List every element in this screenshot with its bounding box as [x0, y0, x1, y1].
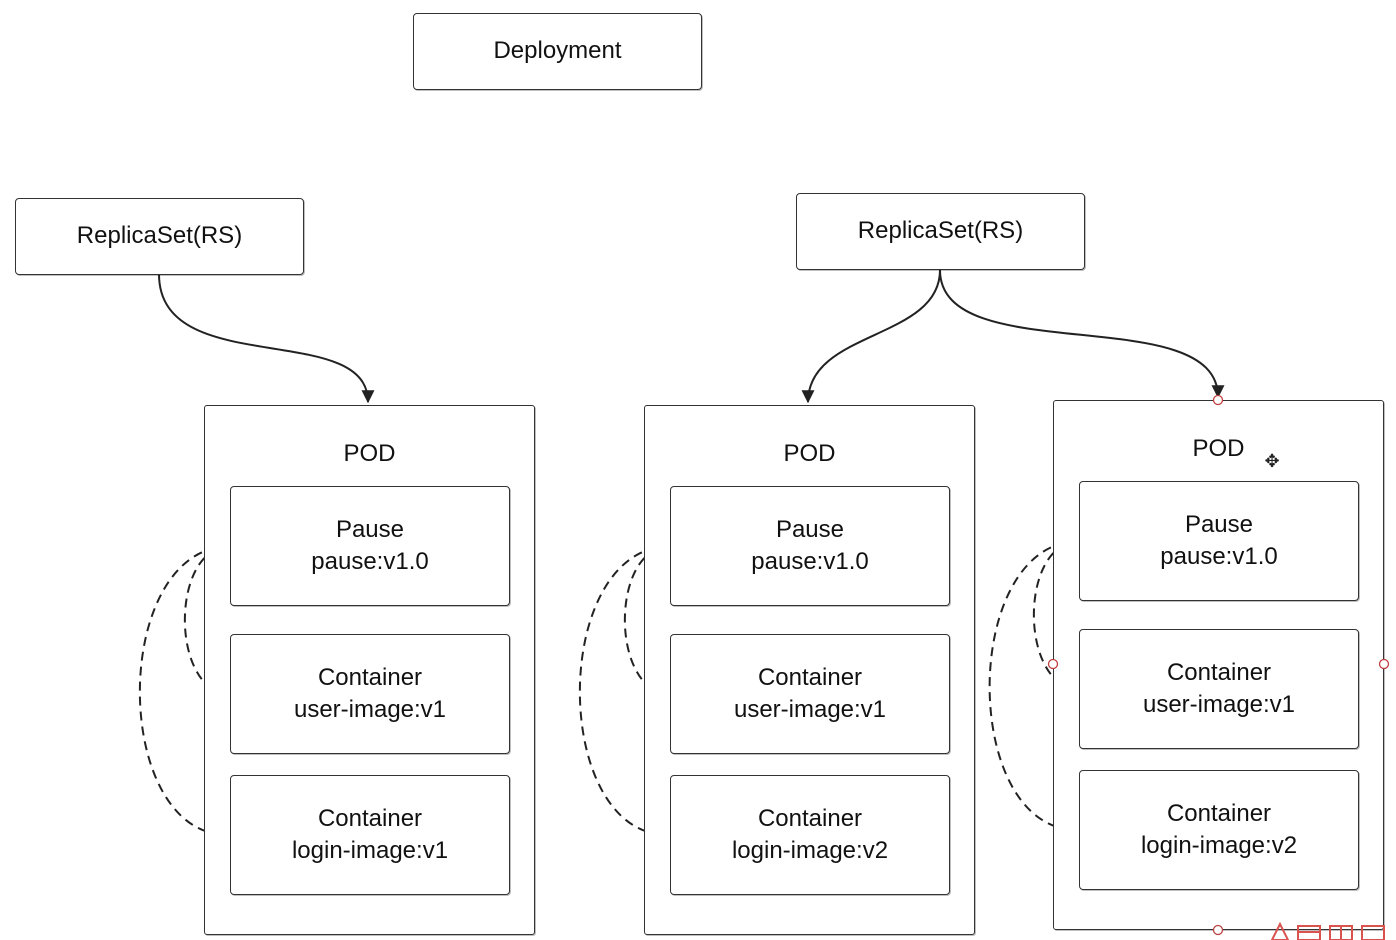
- edge-pod2-pause-login: [578, 545, 672, 842]
- container-image: login-image:v2: [731, 837, 889, 864]
- pause-image: pause:v1.0: [1160, 543, 1278, 570]
- container-name: Container: [757, 804, 863, 832]
- pod-title: POD: [783, 440, 836, 467]
- login-container-1[interactable]: Container login-image:v1: [230, 775, 510, 895]
- login-container-3[interactable]: Container login-image:v2: [1079, 770, 1359, 890]
- edge-rs2-pod2: [801, 269, 941, 404]
- pause-image: pause:v1.0: [751, 548, 869, 575]
- container-image: login-image:v2: [1140, 832, 1298, 859]
- container-name: Container: [317, 804, 423, 832]
- selection-handle-left[interactable]: [1047, 658, 1059, 670]
- edge-rs1-pod1: [158, 273, 375, 404]
- login-container-2[interactable]: Container login-image:v2: [670, 775, 950, 895]
- container-name: Container: [317, 663, 423, 691]
- deployment-node[interactable]: Deployment: [413, 13, 702, 90]
- replicaset-label: ReplicaSet(RS): [76, 222, 243, 250]
- edge-rs2-pod3: [939, 269, 1225, 399]
- user-container-2[interactable]: Container user-image:v1: [670, 634, 950, 754]
- container-name: Container: [1166, 799, 1272, 827]
- replicaset-node-1[interactable]: ReplicaSet(RS): [15, 198, 304, 275]
- selection-handle-top[interactable]: [1212, 394, 1224, 406]
- pod-title: POD: [343, 440, 396, 467]
- pause-name: Pause: [775, 515, 845, 543]
- user-container-3[interactable]: Container user-image:v1: [1079, 629, 1359, 749]
- selection-handle-bottom[interactable]: [1212, 924, 1224, 936]
- container-image: user-image:v1: [733, 696, 887, 723]
- pause-name: Pause: [335, 515, 405, 543]
- container-name: Container: [757, 663, 863, 691]
- container-name: Container: [1166, 658, 1272, 686]
- pause-container-2[interactable]: Pause pause:v1.0: [670, 486, 950, 606]
- container-image: login-image:v1: [291, 837, 449, 864]
- edge-pod1-pause-login: [138, 545, 232, 842]
- pause-container-3[interactable]: Pause pause:v1.0: [1079, 481, 1359, 601]
- container-image: user-image:v1: [1142, 691, 1296, 718]
- watermark-logo-icon: [1270, 922, 1385, 940]
- pause-name: Pause: [1184, 510, 1254, 538]
- container-image: user-image:v1: [293, 696, 447, 723]
- pause-image: pause:v1.0: [311, 548, 429, 575]
- pause-container-1[interactable]: Pause pause:v1.0: [230, 486, 510, 606]
- user-container-1[interactable]: Container user-image:v1: [230, 634, 510, 754]
- move-cursor-icon: ✥: [1264, 451, 1280, 471]
- replicaset-label: ReplicaSet(RS): [857, 217, 1024, 245]
- selection-handle-right[interactable]: [1378, 658, 1390, 670]
- pod-title: POD: [1192, 435, 1245, 462]
- edge-pod3-pause-login: [988, 540, 1081, 837]
- deployment-label: Deployment: [493, 37, 622, 65]
- replicaset-node-2[interactable]: ReplicaSet(RS): [796, 193, 1085, 270]
